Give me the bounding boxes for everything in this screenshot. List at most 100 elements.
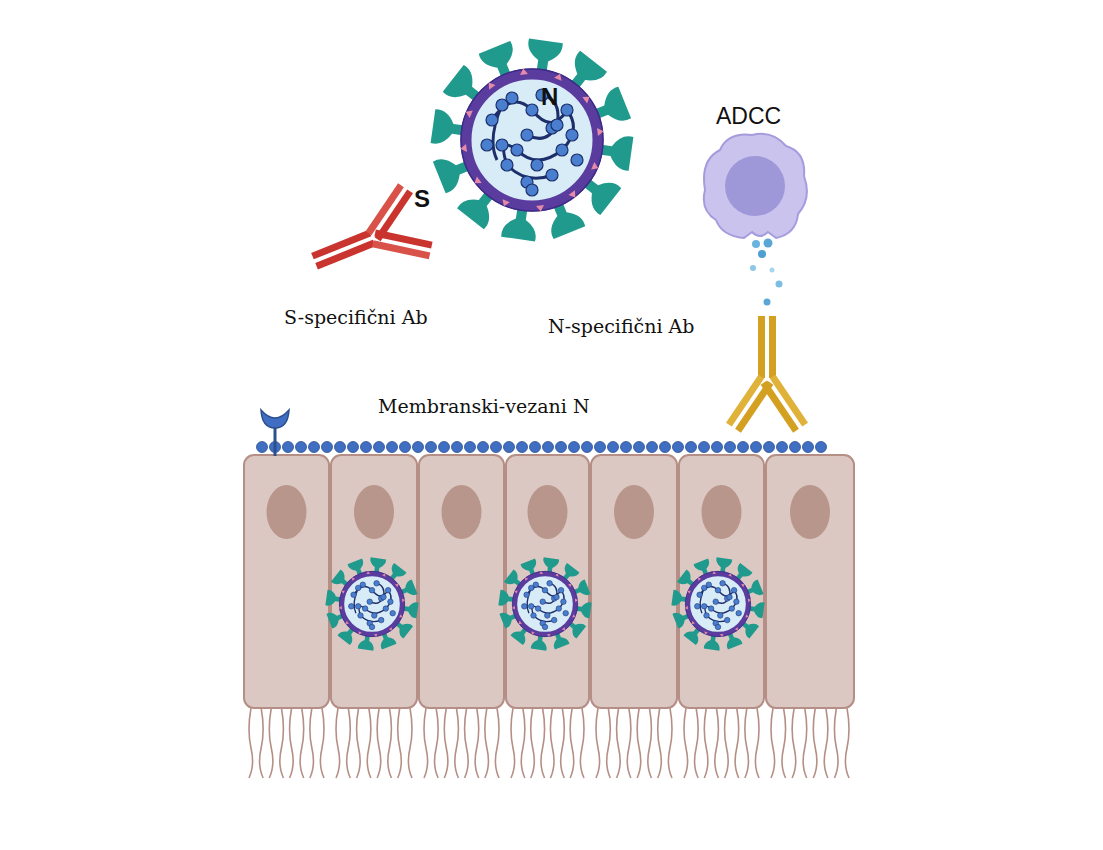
cilium xyxy=(725,708,729,778)
membrane-protein xyxy=(382,573,386,577)
envelope xyxy=(342,574,403,635)
envelope-edge xyxy=(339,571,404,636)
n-protein xyxy=(531,159,543,171)
cilium xyxy=(435,708,439,778)
cilium xyxy=(704,708,708,778)
n-protein xyxy=(551,119,563,131)
n-protein-dot xyxy=(686,442,697,453)
n-protein xyxy=(571,154,583,166)
n-protein-dot xyxy=(439,442,450,453)
membrane-protein xyxy=(687,589,691,593)
nucleus xyxy=(442,485,482,539)
n-protein xyxy=(481,139,493,151)
cilium xyxy=(455,708,459,778)
n-protein xyxy=(708,606,714,612)
cilium xyxy=(684,708,688,778)
cilium xyxy=(813,708,817,778)
membrane-protein xyxy=(712,571,716,574)
n-protein xyxy=(724,617,730,623)
n-protein xyxy=(704,613,710,619)
cilium xyxy=(607,708,611,778)
antibody-caption: N-specifični Ab xyxy=(548,316,694,337)
cilium xyxy=(550,708,554,778)
cilium xyxy=(424,708,428,778)
membrane-protein xyxy=(500,199,510,208)
cilium xyxy=(260,708,264,778)
epithelial-cell xyxy=(591,455,677,708)
n-protein xyxy=(542,624,548,630)
envelope xyxy=(688,574,749,635)
nucleus xyxy=(528,485,568,539)
rna xyxy=(700,583,737,621)
n-protein xyxy=(367,599,373,605)
chain xyxy=(726,375,764,427)
membrane-protein xyxy=(472,177,482,187)
membrane-protein xyxy=(720,634,724,637)
n-protein-dot xyxy=(608,442,619,453)
cilium xyxy=(531,708,535,778)
n-protein-dot xyxy=(452,442,463,453)
envelope-edge xyxy=(461,69,603,211)
virus xyxy=(431,39,634,242)
n-protein xyxy=(566,129,578,141)
membrane-protein xyxy=(485,80,495,90)
n-protein xyxy=(540,599,546,605)
membrane-protein xyxy=(741,583,745,588)
n-protein-dot xyxy=(556,442,567,453)
membrane-protein xyxy=(536,205,545,212)
membrane-protein xyxy=(399,614,403,618)
n-protein xyxy=(369,624,375,630)
membrane-protein xyxy=(341,589,345,593)
n-protein xyxy=(486,114,498,126)
n-protein xyxy=(556,606,562,612)
antibody-caption: S-specifični Ab xyxy=(284,307,428,328)
membrane-protein xyxy=(555,573,559,577)
membrane-protein xyxy=(357,631,361,635)
n-protein xyxy=(563,610,569,616)
n-protein-dot xyxy=(595,442,606,453)
antibody-label: S xyxy=(414,186,430,212)
epithelial-cell xyxy=(244,455,329,708)
cilium xyxy=(541,708,545,778)
n-protein xyxy=(561,599,567,605)
n-protein-dot xyxy=(387,442,398,453)
cilium xyxy=(570,708,574,778)
n-protein xyxy=(526,104,538,116)
cilium xyxy=(782,708,786,778)
cilium xyxy=(845,708,849,778)
n-protein-dot xyxy=(517,442,528,453)
membrane-protein xyxy=(524,576,529,580)
membrane-protein xyxy=(514,589,518,593)
membrane-protein xyxy=(344,621,348,626)
membrane-protein xyxy=(685,606,688,610)
n-protein-dot xyxy=(699,442,710,453)
n-protein xyxy=(715,624,721,630)
n-protein-dot xyxy=(738,442,749,453)
membrane-protein xyxy=(464,108,473,118)
membrane-protein xyxy=(374,634,378,637)
cilium xyxy=(280,708,284,778)
n-protein-dot xyxy=(335,442,346,453)
n-protein-dot xyxy=(634,442,645,453)
cilium xyxy=(300,708,304,778)
n-protein-dot xyxy=(465,442,476,453)
cilium xyxy=(521,708,525,778)
cilium xyxy=(377,708,381,778)
envelope-edge xyxy=(685,571,750,636)
n-protein xyxy=(358,613,364,619)
cilium xyxy=(465,708,469,778)
cilium xyxy=(511,708,515,778)
epithelial-cell xyxy=(331,455,417,708)
n-protein xyxy=(511,144,523,156)
virus xyxy=(671,557,764,650)
cilium xyxy=(269,708,273,778)
cilium xyxy=(596,708,600,778)
n-protein xyxy=(372,613,378,619)
n-protein xyxy=(556,144,568,156)
cilium xyxy=(648,708,652,778)
membrane-protein xyxy=(351,576,356,580)
cilium xyxy=(336,708,340,778)
n-protein-dot xyxy=(790,442,801,453)
cilium xyxy=(310,708,314,778)
virus xyxy=(325,557,418,650)
